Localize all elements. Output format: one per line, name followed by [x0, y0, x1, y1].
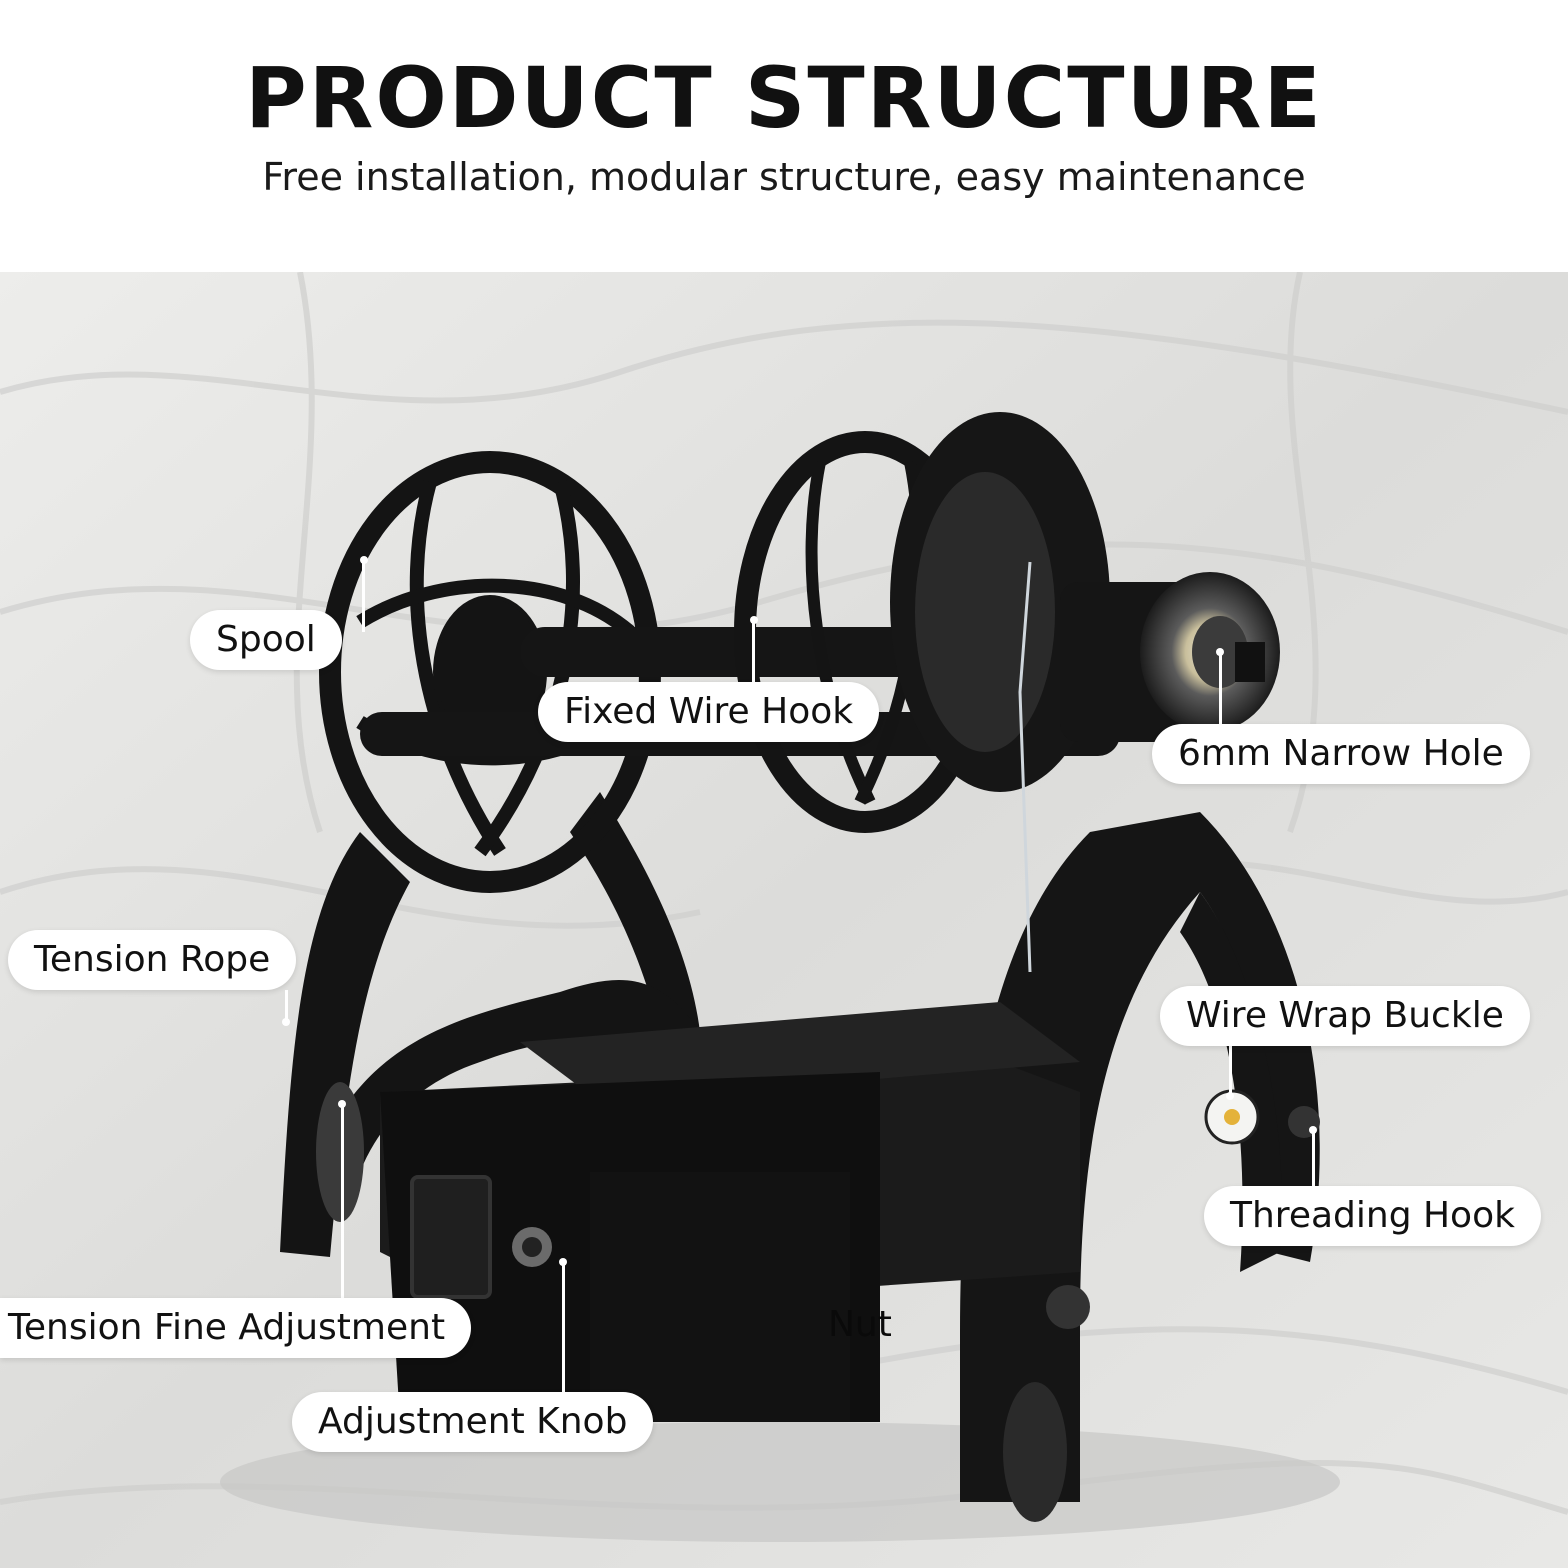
tension-fine-adjustment-dot [338, 1100, 346, 1108]
tension-fine-adjustment-leader [341, 1104, 344, 1298]
spool-label: Spool [190, 610, 342, 670]
spool-dot [360, 556, 368, 564]
fixed-wire-hook-dot [750, 616, 758, 624]
wire-wrap-buckle-label: Wire Wrap Buckle [1160, 986, 1530, 1046]
adjustment-knob-label: Adjustment Knob [292, 1392, 654, 1452]
spool-leader [362, 560, 365, 632]
threading-hook-leader [1312, 1130, 1315, 1186]
wire-wrap-buckle-dot [1226, 1092, 1234, 1100]
tension-rope-dot [282, 1018, 290, 1026]
tension-rope-leader [285, 990, 288, 1022]
threading-wire [1018, 561, 1032, 973]
fixed-wire-hook-leader [752, 620, 755, 682]
nut-label: Nut [828, 1304, 892, 1345]
left-frame [280, 792, 700, 1257]
daisy-buckle [1204, 1089, 1260, 1145]
yarn-winder-illustration [0, 272, 1568, 1568]
fixed-wire-hook-label: Fixed Wire Hook [538, 682, 880, 742]
base-box [380, 1002, 1080, 1422]
narrow-hole-dot [1216, 648, 1224, 656]
tension-rope-label: Tension Rope [8, 930, 297, 990]
adjustment-knob-dot [559, 1258, 567, 1266]
bearing-housing [1060, 572, 1280, 742]
header: PRODUCT STRUCTURE Free installation, mod… [0, 0, 1568, 272]
narrow-hole-leader [1219, 652, 1222, 726]
threading-hook-dot [1309, 1126, 1317, 1134]
product-photo [0, 272, 1568, 1568]
page-subtitle: Free installation, modular structure, ea… [262, 155, 1306, 199]
wire-wrap-buckle-leader [1229, 1046, 1232, 1096]
threading-hook-label: Threading Hook [1204, 1186, 1541, 1246]
narrow-hole-label: 6mm Narrow Hole [1152, 724, 1530, 784]
adjustment-knob-leader [562, 1262, 565, 1392]
page-title: PRODUCT STRUCTURE [245, 49, 1323, 147]
tension-fine-adjustment-label: Tension Fine Adjustment [0, 1298, 472, 1358]
